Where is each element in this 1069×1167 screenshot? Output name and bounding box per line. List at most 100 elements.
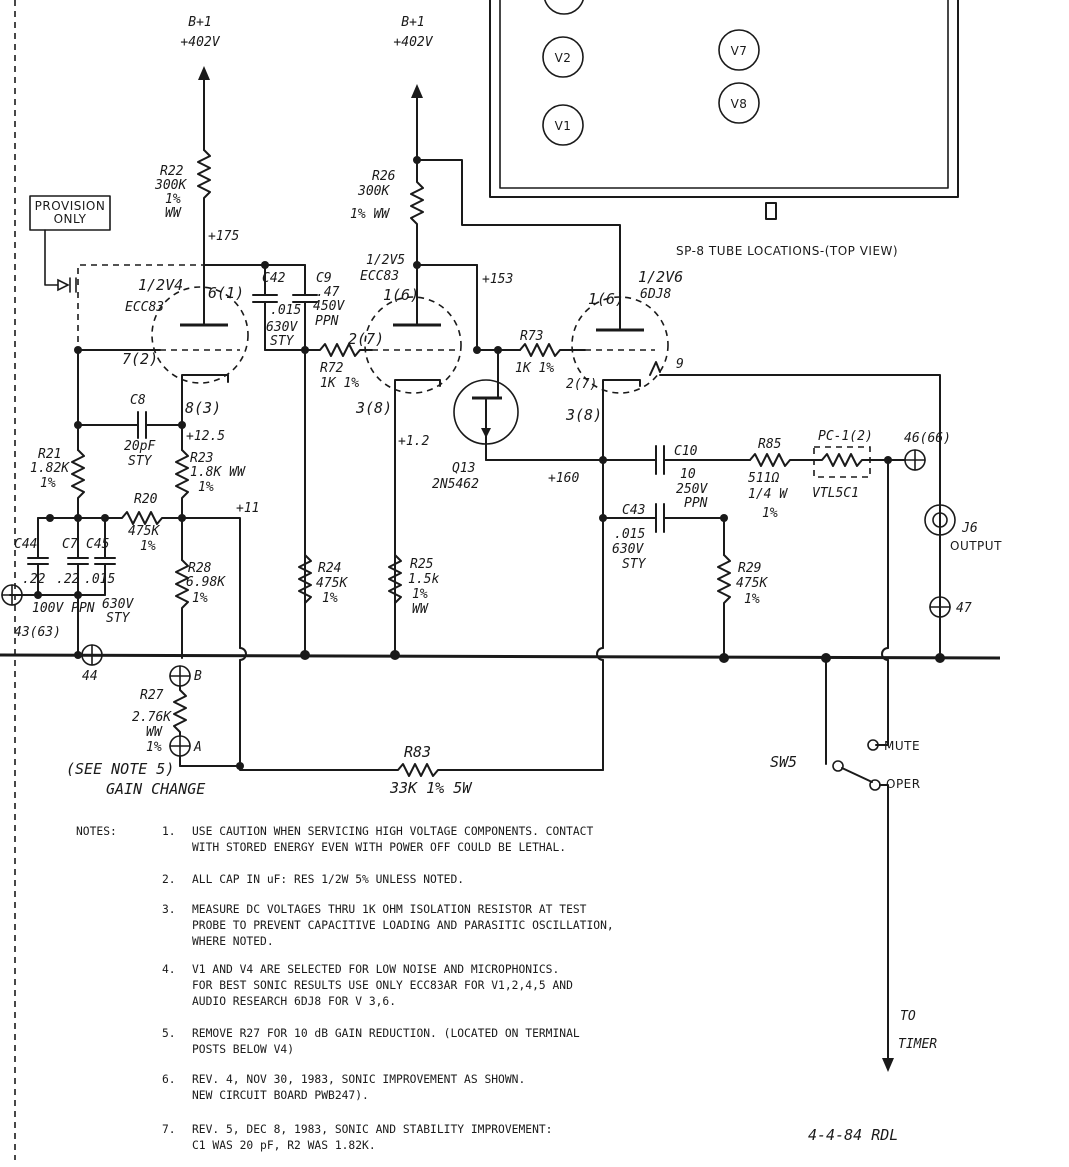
svg-text:1.5k: 1.5k: [408, 572, 439, 587]
svg-text:POSTS BELOW V4): POSTS BELOW V4): [192, 1043, 294, 1056]
svg-text:ALL CAP IN uF: RES 1/2W 5% UNL: ALL CAP IN uF: RES 1/2W 5% UNLESS NOTED.: [192, 873, 464, 886]
j6-label: J6: [961, 521, 978, 536]
voltage-153: +153: [482, 272, 513, 287]
terminal-47: 47: [956, 601, 972, 616]
svg-text:.22: .22: [22, 572, 46, 587]
svg-text:C43: C43: [622, 503, 645, 518]
svg-text:STY: STY: [128, 454, 153, 469]
svg-text:AUDIO RESEARCH 6DJ8 FOR V 3,6.: AUDIO RESEARCH 6DJ8 FOR V 3,6.: [192, 995, 396, 1008]
svg-text:R73: R73: [520, 329, 543, 344]
note-7: 7.REV. 5, DEC 8, 1983, SONIC AND STABILI…: [162, 1123, 552, 1152]
c9-cap: C9 .47 450V PPN: [292, 264, 345, 656]
tube-v5: [364, 264, 462, 401]
tube-location-panel: V2 V1 V7 V8 SP-8 TUBE LOCATIONS-(TOP VIE…: [489, 0, 959, 258]
voltage-1-2: +1.2: [398, 434, 429, 449]
sw5-switch: SW5 MUTE OPER TO TIMER: [770, 657, 937, 1072]
svg-text:R24: R24: [318, 561, 341, 576]
svg-text:TO: TO: [900, 1009, 916, 1024]
svg-text:REMOVE R27 FOR 10 dB GAIN REDU: REMOVE R27 FOR 10 dB GAIN REDUCTION. (LO…: [192, 1027, 580, 1040]
provision-line-1: PROVISION: [35, 199, 106, 213]
svg-text:.015: .015: [270, 303, 301, 318]
tube-v7-label: V7: [731, 44, 748, 58]
svg-text:20pF: 20pF: [124, 439, 156, 454]
v5-cathode-pin: 3(8): [355, 399, 392, 417]
r20-label: R20 475K 1%: [128, 492, 160, 554]
tube-panel-title: SP-8 TUBE LOCATIONS-(TOP VIEW): [676, 244, 898, 258]
supply-1-name: B+1: [188, 15, 211, 30]
svg-text:475K: 475K: [316, 576, 348, 591]
svg-text:1%: 1%: [146, 740, 162, 755]
v6-half: 1/2V6: [638, 268, 683, 286]
svg-text:.47: .47: [316, 285, 340, 300]
svg-text:1%: 1%: [165, 192, 181, 207]
provision-line-2: ONLY: [54, 212, 87, 226]
svg-text:MEASURE DC VOLTAGES THRU 1K OH: MEASURE DC VOLTAGES THRU 1K OHM ISOLATIO…: [192, 903, 587, 916]
svg-text:300K: 300K: [154, 178, 187, 193]
voltage-11: +11: [236, 501, 259, 516]
v5-grid-pin: 2(7): [348, 330, 384, 348]
v6-plate-pin: 1(6): [588, 290, 624, 308]
terminal-a: A: [193, 740, 202, 755]
svg-text:475K: 475K: [128, 524, 160, 539]
tube-v6: [571, 296, 669, 401]
voltage-175: +175: [208, 229, 239, 244]
r23-label: R23 1.8K WW 1%: [190, 451, 246, 495]
svg-text:1% WW: 1% WW: [350, 207, 390, 222]
c8-label: C8 20pF STY: [124, 393, 156, 469]
svg-text:R28: R28: [188, 561, 212, 576]
svg-text:1%: 1%: [40, 476, 56, 491]
v4-cathode-pin: 8(3): [185, 399, 221, 417]
svg-text:6.: 6.: [162, 1073, 176, 1086]
svg-text:3.: 3.: [162, 903, 176, 916]
r22-label: R22 300K 1% WW: [154, 164, 187, 221]
svg-text:1%: 1%: [744, 592, 760, 607]
supply-1-value: +402V: [180, 35, 220, 50]
svg-text:R26: R26: [372, 169, 396, 184]
r24-label: R24 475K 1%: [316, 561, 348, 606]
svg-text:630V: 630V: [102, 597, 134, 612]
svg-text:1%: 1%: [762, 506, 778, 521]
note-5: 5.REMOVE R27 FOR 10 dB GAIN REDUCTION. (…: [162, 1027, 580, 1056]
svg-text:PPN: PPN: [684, 496, 708, 511]
r21-label: R21 1.82K 1%: [30, 447, 70, 491]
svg-text:Q13: Q13: [452, 461, 475, 476]
terminal-b: B: [194, 669, 202, 684]
svg-text:STY: STY: [622, 557, 647, 572]
svg-text:VTL5C1: VTL5C1: [812, 486, 859, 501]
svg-text:1K 1%: 1K 1%: [320, 376, 359, 391]
note-2: 2.ALL CAP IN uF: RES 1/2W 5% UNLESS NOTE…: [162, 873, 464, 886]
svg-text:33K 1% 5W: 33K 1% 5W: [389, 779, 473, 797]
tube-v4: [151, 264, 249, 396]
svg-text:R29: R29: [738, 561, 761, 576]
svg-text:C9: C9: [316, 271, 332, 286]
terminal-44: 44: [82, 669, 98, 684]
c43-label: C43 .015 630V STY: [612, 503, 647, 572]
svg-text:1.: 1.: [162, 825, 176, 838]
svg-text:MUTE: MUTE: [884, 739, 920, 753]
svg-text:STY: STY: [270, 334, 295, 349]
svg-text:SW5: SW5: [770, 753, 797, 771]
svg-text:PC-1(2): PC-1(2): [818, 429, 873, 444]
svg-text:630V: 630V: [266, 320, 298, 335]
gain-note: (SEE NOTE 5): [66, 760, 174, 778]
r85-label: R85 511Ω 1/4 W 1%: [748, 437, 788, 521]
svg-text:R22: R22: [160, 164, 184, 179]
svg-text:REV. 5, DEC 8, 1983, SONIC AND: REV. 5, DEC 8, 1983, SONIC AND STABILITY…: [192, 1123, 552, 1136]
svg-text:475K: 475K: [736, 576, 768, 591]
note-4: 4.V1 AND V4 ARE SELECTED FOR LOW NOISE A…: [162, 963, 573, 1008]
svg-text:C42: C42: [262, 271, 286, 286]
svg-text:1K 1%: 1K 1%: [515, 361, 554, 376]
v4-grid-pin: 7(2): [122, 350, 158, 368]
svg-text:C1 WAS 20 pF, R2 WAS 1.82K.: C1 WAS 20 pF, R2 WAS 1.82K.: [192, 1139, 376, 1152]
svg-text:R83: R83: [404, 743, 431, 761]
svg-text:USE CAUTION WHEN SERVICING HIG: USE CAUTION WHEN SERVICING HIGH VOLTAGE …: [192, 825, 593, 838]
svg-text:1%: 1%: [192, 591, 208, 606]
svg-text:511Ω: 511Ω: [748, 471, 779, 486]
v6-type: 6DJ8: [640, 287, 671, 302]
svg-text:1.82K: 1.82K: [30, 461, 70, 476]
svg-text:V1 AND V4 ARE SELECTED FOR LOW: V1 AND V4 ARE SELECTED FOR LOW NOISE AND…: [192, 963, 559, 976]
svg-text:WW: WW: [146, 725, 163, 740]
svg-text:C8: C8: [130, 393, 146, 408]
svg-text:OPER: OPER: [886, 777, 921, 791]
